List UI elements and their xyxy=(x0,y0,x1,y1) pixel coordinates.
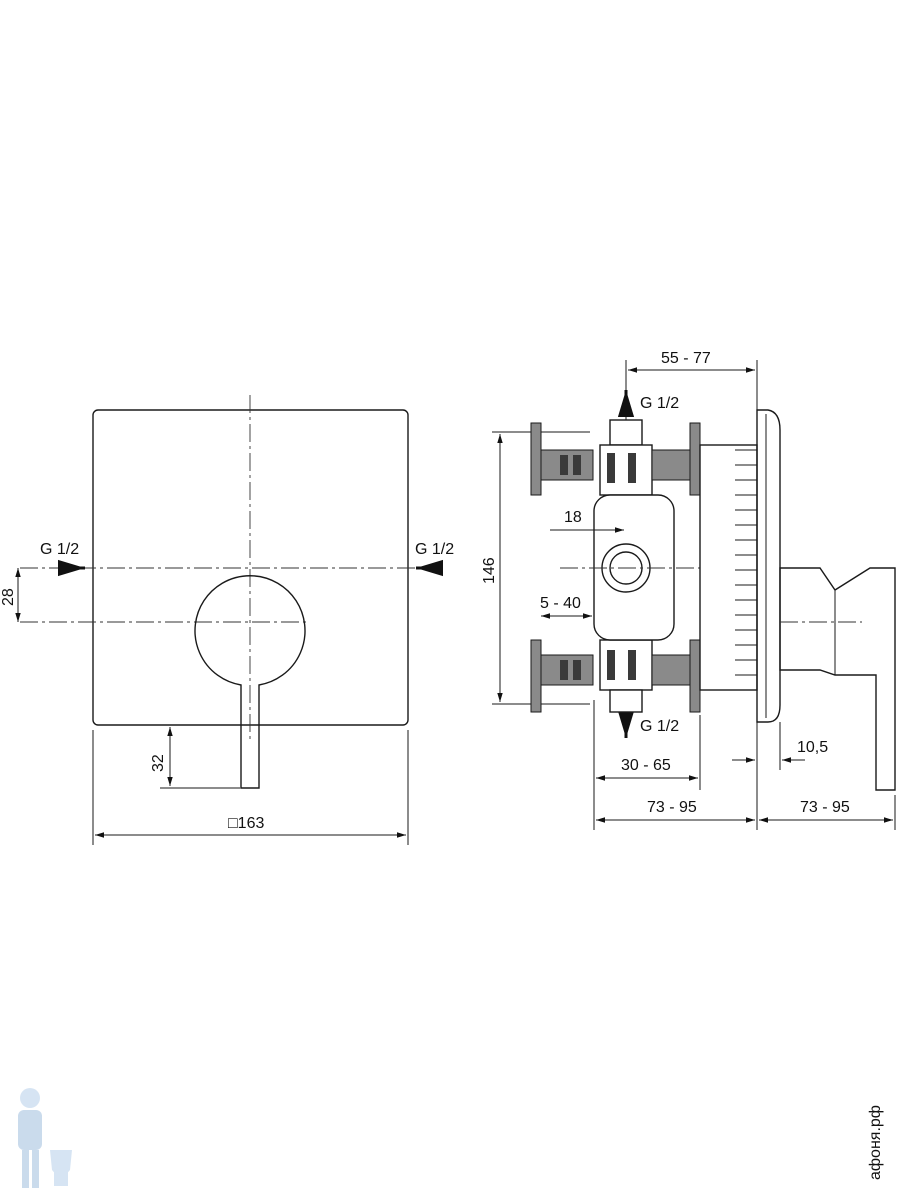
dim-plate-size: □163 xyxy=(228,815,264,832)
dim-install-right: 73 - 95 xyxy=(800,799,850,816)
inlet-left-label: G 1/2 xyxy=(40,541,79,558)
dim-port: 18 xyxy=(564,509,582,526)
watermark-site-text: афоня.рф xyxy=(867,1105,884,1180)
cover-plate xyxy=(92,409,409,726)
threaded-sleeve xyxy=(699,444,758,691)
dimension-163 xyxy=(92,730,409,845)
dim-body-range: 30 - 65 xyxy=(621,757,671,774)
outlet-top-label: G 1/2 xyxy=(640,395,679,412)
outlet-bottom-label: G 1/2 xyxy=(640,718,679,735)
dim-depth-range: 55 - 77 xyxy=(661,350,711,367)
dim-install-left: 73 - 95 xyxy=(647,799,697,816)
lever-handle xyxy=(194,575,306,789)
dim-height: 146 xyxy=(481,557,498,584)
valve-body xyxy=(560,494,700,641)
dimension-30-65 xyxy=(593,700,701,830)
handle-profile xyxy=(779,567,896,791)
flange-bottom xyxy=(530,639,701,713)
side-view: 55 - 77 G 1/2 G 1/2 146 xyxy=(481,350,896,830)
dim-lever-length: 32 xyxy=(150,754,167,772)
dim-adjust: 5 - 40 xyxy=(540,595,581,612)
front-view: G 1/2 G 1/2 28 32 □163 xyxy=(0,395,454,845)
inlet-right-label: G 1/2 xyxy=(415,541,454,558)
dimension-32 xyxy=(160,724,240,789)
dimension-73-95-right xyxy=(759,795,896,830)
plate-profile xyxy=(756,409,781,723)
dimension-10-5 xyxy=(732,722,805,830)
plumber-mascot-icon xyxy=(18,1088,72,1188)
flange-top xyxy=(530,419,701,496)
dim-vertical-offset: 28 xyxy=(0,588,17,606)
dim-plate-thickness: 10,5 xyxy=(797,739,828,756)
